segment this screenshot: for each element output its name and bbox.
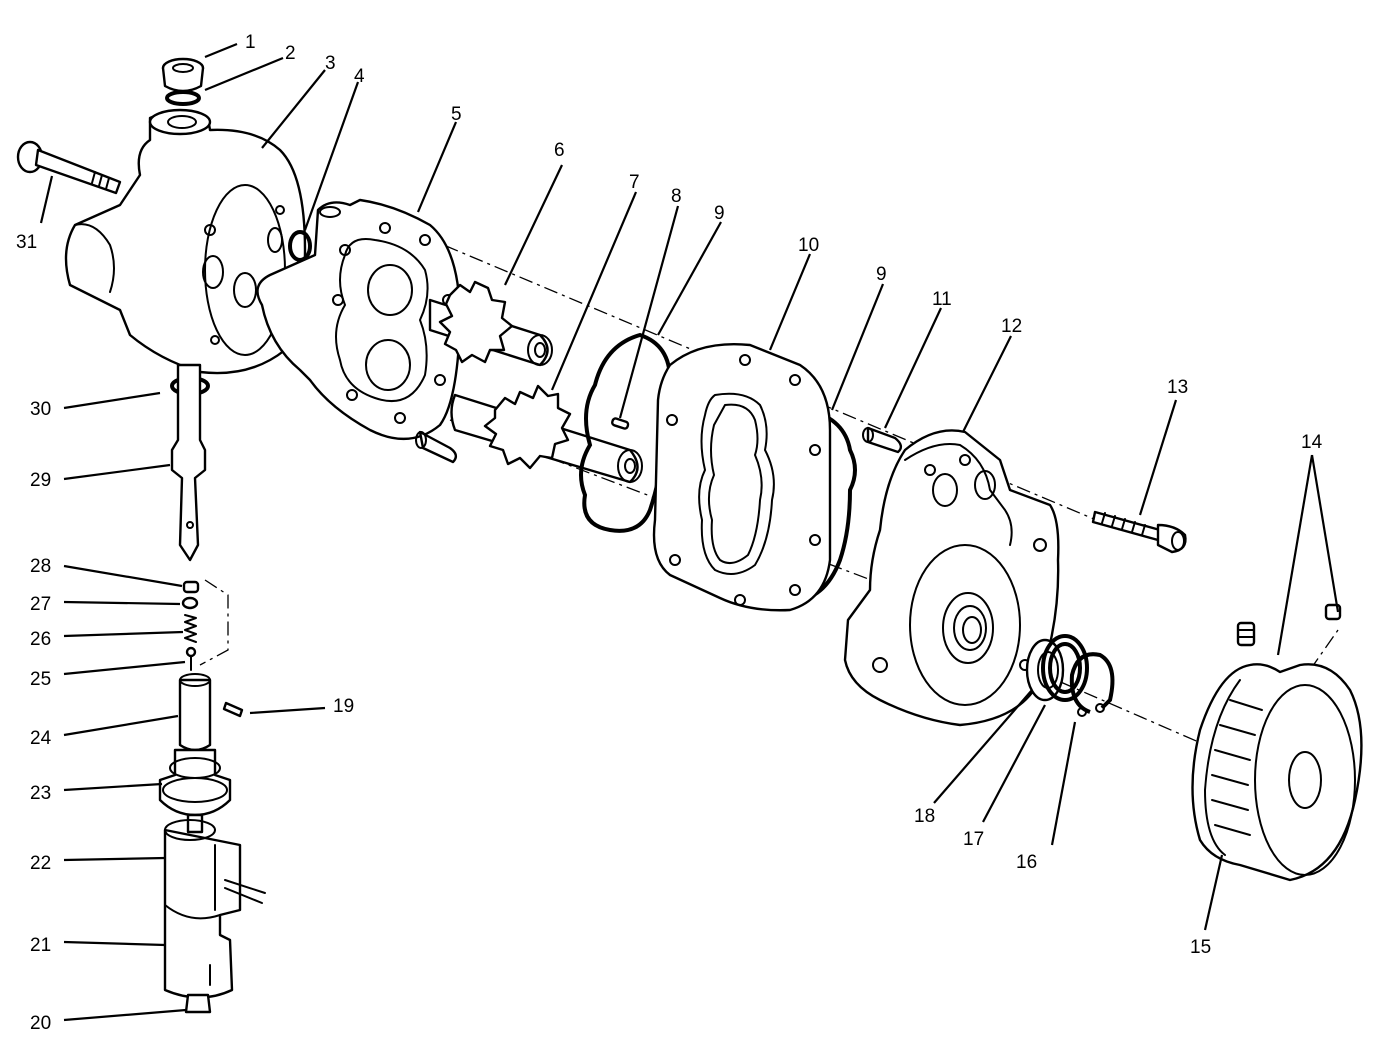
leader-lines [39, 42, 1340, 1022]
driven-gear-part-7 [450, 384, 643, 484]
label-5: 5 [451, 104, 462, 125]
drive-gear-part-6 [428, 280, 553, 367]
label-9a: 9 [714, 203, 725, 224]
label-27: 27 [30, 594, 51, 615]
label-23: 23 [30, 783, 51, 804]
valve-stack [158, 363, 266, 1014]
part-25-ball [185, 646, 197, 658]
label-19: 19 [333, 696, 354, 717]
label-7: 7 [629, 172, 640, 193]
label-21: 21 [30, 935, 51, 956]
seal-part-17 [1041, 634, 1089, 702]
label-26: 26 [30, 629, 51, 650]
bolt-part-31 [16, 140, 122, 195]
dowel-pin-part-11 [862, 426, 903, 454]
pin-part-19 [222, 701, 244, 718]
part-27 [181, 596, 199, 610]
cylinder-part-22 [163, 828, 242, 999]
label-17: 17 [963, 829, 984, 850]
retaining-ring-part-16 [1069, 652, 1115, 717]
spool-part-29 [170, 363, 207, 562]
rear-housing-part-12 [843, 429, 1060, 727]
set-screw-part-14-left [1236, 621, 1256, 647]
label-3: 3 [325, 53, 336, 74]
key-part-8 [611, 417, 630, 430]
label-1: 1 [245, 32, 256, 53]
callout-labels: 1 2 3 4 5 6 7 8 9 10 9 11 12 13 14 15 16… [16, 32, 1323, 1034]
gear-housing-part-10 [652, 343, 832, 612]
label-16: 16 [1016, 852, 1037, 873]
part-20 [184, 993, 212, 1014]
spring-part-26 [184, 614, 197, 643]
front-plate-part-5 [256, 198, 462, 441]
label-24: 24 [30, 728, 52, 749]
sleeve-part-24 [178, 678, 212, 752]
label-31: 31 [16, 232, 37, 253]
label-22: 22 [30, 853, 51, 874]
part-28 [182, 580, 200, 594]
plug-part-1 [161, 57, 205, 93]
label-4: 4 [354, 66, 365, 87]
o-ring-part-2 [165, 90, 201, 106]
label-6: 6 [554, 140, 565, 161]
label-25: 25 [30, 669, 51, 690]
label-9b: 9 [876, 264, 887, 285]
label-28: 28 [30, 556, 51, 577]
label-12: 12 [1001, 316, 1022, 337]
label-20: 20 [30, 1013, 51, 1034]
label-14: 14 [1301, 432, 1323, 453]
dowel-pin [415, 430, 458, 464]
pump-body-part-3 [64, 108, 307, 375]
label-30: 30 [30, 399, 51, 420]
pulley-part-15 [1191, 663, 1363, 882]
label-2: 2 [285, 43, 296, 64]
label-8: 8 [671, 186, 682, 207]
label-13: 13 [1167, 377, 1188, 398]
label-15: 15 [1190, 937, 1211, 958]
label-18: 18 [914, 806, 935, 827]
label-11: 11 [932, 289, 952, 310]
cap-screw-part-13 [1091, 510, 1187, 554]
label-29: 29 [30, 470, 51, 491]
label-10: 10 [798, 235, 819, 256]
